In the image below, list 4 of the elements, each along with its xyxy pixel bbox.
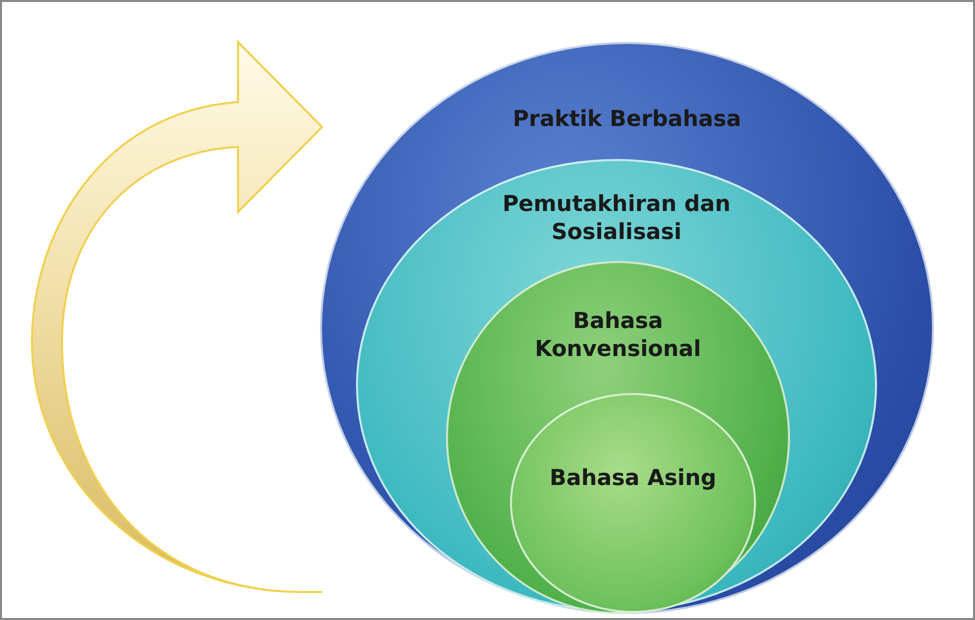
circle-label: Bahasa Konvensional [534, 308, 702, 363]
circle-label: Bahasa Asing [548, 465, 718, 492]
circle-label: Praktik Berbahasa [512, 106, 742, 134]
circle-label: Pemutakhiran dan Sosialisasi [501, 191, 732, 246]
